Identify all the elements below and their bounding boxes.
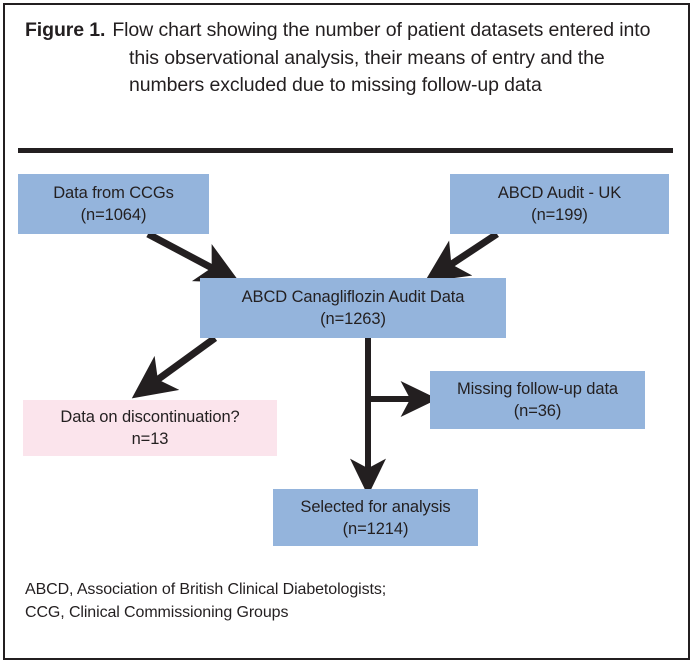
figure-footnote: ABCD, Association of British Clinical Di… [25, 578, 645, 624]
node-abcd-audit-uk: ABCD Audit - UK (n=199) [450, 174, 669, 234]
figure-caption-text: Flow chart showing the number of patient… [112, 19, 651, 96]
node-audit-count: (n=199) [531, 206, 588, 224]
footnote-line-abcd: ABCD, Association of British Clinical Di… [25, 581, 387, 598]
figure-label: Figure 1. [25, 19, 106, 41]
footnote-line-ccg: CCG, Clinical Commissioning Groups [25, 604, 289, 621]
node-selected-title: Selected for analysis [300, 497, 451, 516]
arrow-audit-to-combined [424, 231, 499, 282]
node-ccg-count: (n=1064) [80, 206, 147, 224]
caption-divider-rule [18, 148, 673, 153]
figure-caption: Figure 1. Flow chart showing the number o… [25, 17, 670, 100]
node-combined-count: (n=1263) [320, 310, 386, 328]
node-selected-count: (n=1214) [342, 519, 409, 538]
node-missing-follow-up-data: Missing follow-up data (n=36) [430, 371, 645, 429]
node-ccg-title: Data from CCGs [53, 184, 174, 202]
arrow-ccg-to-combined [146, 230, 241, 283]
node-data-from-ccgs: Data from CCGs (n=1064) [18, 174, 209, 234]
node-audit-title: ABCD Audit - UK [497, 184, 622, 202]
arrow-combined-to-discontinuation [131, 335, 218, 399]
node-abcd-canagliflozin-audit-data: ABCD Canagliflozin Audit Data (n=1263) [200, 278, 506, 338]
node-missing-title: Missing follow-up data [456, 380, 619, 398]
node-missing-count: (n=36) [513, 402, 562, 420]
node-combined-title: ABCD Canagliflozin Audit Data [241, 288, 465, 306]
node-discontinuation-title: Data on discontinuation? [60, 408, 240, 426]
node-selected-for-analysis: Selected for analysis (n=1214) [273, 489, 478, 546]
node-data-on-discontinuation: Data on discontinuation? n=13 [23, 400, 277, 456]
node-discontinuation-count: n=13 [131, 430, 169, 448]
